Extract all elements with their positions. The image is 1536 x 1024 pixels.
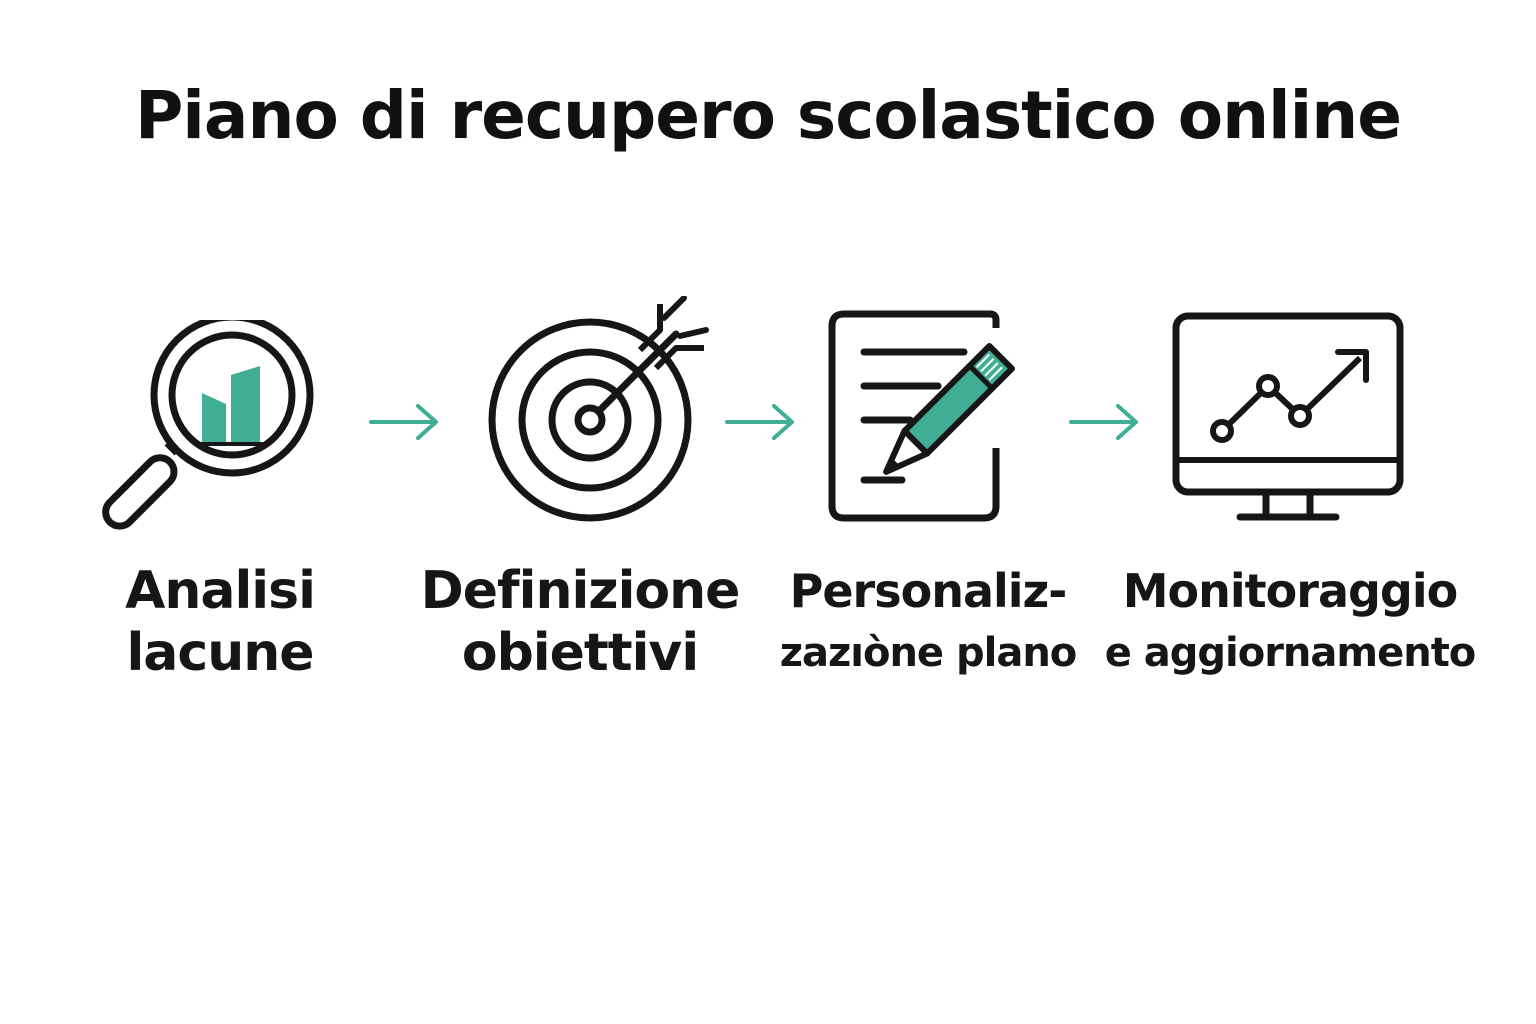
document-pencil-icon (828, 310, 1015, 522)
step-label-line: lacune (126, 623, 314, 683)
step-label-line: Definizione (420, 561, 741, 621)
step-label-line: obiettivi (461, 623, 699, 683)
step-label-line: Monitoraggio (1122, 564, 1458, 618)
arrow-right-icon (725, 404, 794, 440)
arrow-right-icon (1069, 404, 1138, 440)
arrow-right-icon (369, 404, 438, 440)
step-label-definizione: Definizione obiettivi (420, 560, 741, 684)
step-label-line: e aggiornamento (1104, 630, 1477, 676)
page-title: Piano di recupero scolastico online (134, 77, 1402, 154)
step-label-analisi: Analisi lacune (90, 560, 350, 684)
step-label-monitoraggio: Monitoraggio e aggiornamento (1100, 560, 1480, 684)
monitor-chart-icon (1172, 312, 1404, 521)
target-arrow-icon (488, 296, 709, 522)
step-label-line: Analisi (125, 561, 316, 621)
step-label-personalizzazione: Personaliz- zazıòne plano (776, 560, 1080, 684)
magnifier-chart-icon (102, 320, 314, 530)
step-label-line: Personaliz- (789, 564, 1068, 618)
step-label-line: zazıòne plano (779, 630, 1078, 676)
